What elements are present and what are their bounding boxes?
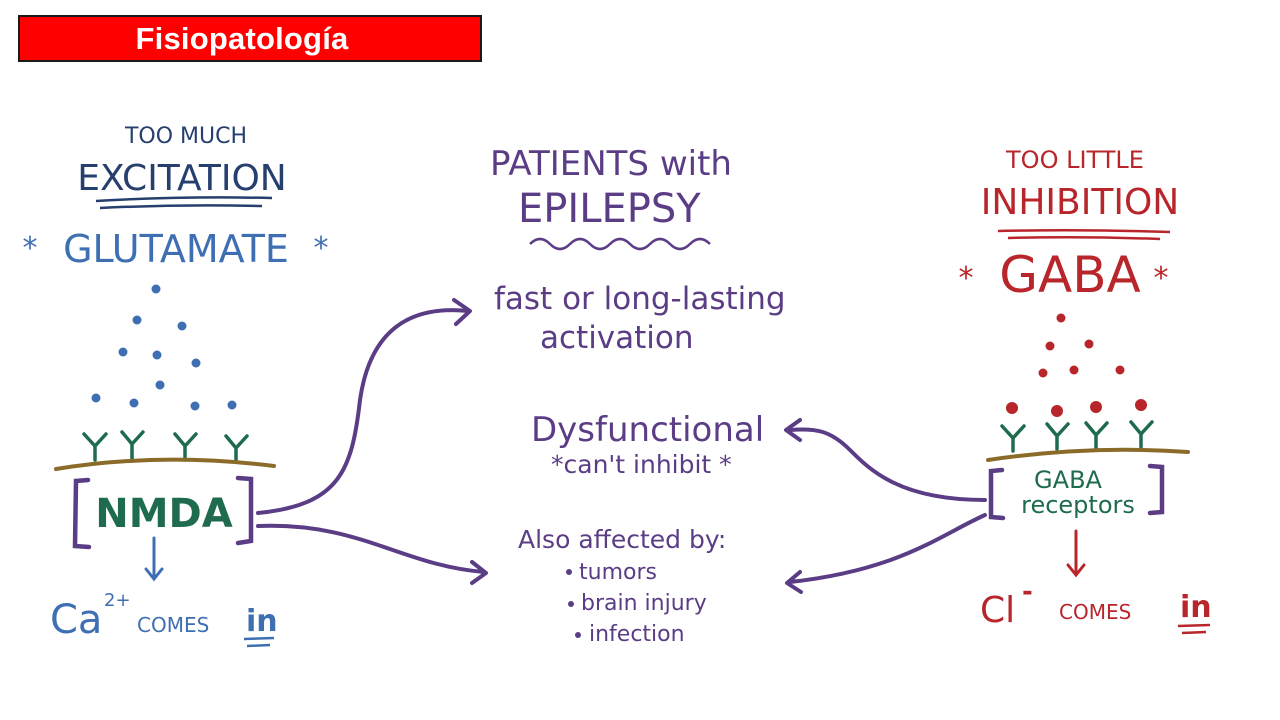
gaba-label: GABA (999, 246, 1140, 304)
calcium-ion-label: Ca (50, 597, 102, 643)
page-title: Fisiopatología (135, 20, 349, 56)
glutamate-dot (190, 401, 200, 411)
affected-item-tumors: tumors (579, 560, 657, 585)
cant-inhibit-label: *can't inhibit * (551, 450, 732, 479)
arrow-head-icon (784, 418, 802, 442)
excitation-label: EXCITATION (77, 158, 286, 199)
chloride-ion-label: Cl (980, 590, 1015, 631)
connector-arrows (256, 298, 987, 594)
gaba-bracket-left (988, 467, 1006, 521)
glutamate-dot (152, 350, 162, 360)
glutamate-dot (118, 347, 128, 357)
right-membrane (986, 447, 1190, 462)
too-much-label: TOO MUCH (124, 124, 247, 149)
nmda-label: NMDA (95, 491, 232, 537)
glutamate-dots (91, 284, 237, 411)
bullet-icon (566, 569, 572, 575)
inhibition-label: INHIBITION (981, 182, 1179, 223)
right-panel: TOO LITTLE INHIBITION * GABA * (959, 146, 1212, 635)
nmda-receptor-icons (82, 430, 249, 464)
affected-item-infection: infection (589, 622, 685, 647)
glutamate-dot (91, 393, 101, 403)
star-left: * (23, 231, 38, 266)
gaba-dot (1006, 402, 1018, 414)
receptor-icon (120, 430, 145, 461)
left-down-arrow-icon (144, 536, 164, 582)
gaba-dot (1069, 365, 1079, 375)
gaba-dot (1135, 399, 1147, 411)
receptor-icon (173, 432, 198, 462)
chloride-charge-label: - (1022, 577, 1033, 607)
glutamate-label: GLUTAMATE (63, 227, 289, 271)
glutamate-dot (191, 358, 201, 368)
excitation-underline (95, 196, 273, 203)
epilepsy-label: EPILEPSY (518, 186, 701, 232)
right-down-arrow-icon (1066, 529, 1086, 578)
inhibition-underline (997, 228, 1171, 234)
gaba-receptor-icons (1000, 420, 1154, 453)
glutamate-dot (155, 380, 165, 390)
title-banner: Fisiopatología (18, 15, 482, 62)
chloride-comes-label: comes (1059, 593, 1131, 626)
affected-bullets (566, 569, 581, 638)
dysfunctional-label: Dysfunctional (531, 410, 764, 450)
receptor-icon (224, 434, 249, 464)
glutamate-dot (177, 321, 187, 331)
in-underline-left (243, 636, 275, 648)
arrow-head-icon (470, 560, 488, 585)
arrow-to-dysfunctional (788, 427, 987, 502)
excitation-underline-2 (99, 204, 263, 210)
gaba-dot (1038, 368, 1048, 378)
receptor-icon (1129, 420, 1154, 449)
gaba-dot (1115, 365, 1125, 375)
gaba-receptors-label-2: receptors (1021, 491, 1135, 519)
glutamate-dot (132, 315, 142, 325)
star-left-gaba: * (959, 261, 974, 296)
receptor-icon (1000, 424, 1026, 453)
gaba-dot (1045, 341, 1055, 351)
bullet-icon (568, 601, 574, 607)
star-right: * (314, 231, 329, 266)
patients-with-label: PATIENTS with (490, 144, 732, 184)
bullet-icon (575, 632, 581, 638)
calcium-charge-label: 2+ (104, 590, 131, 611)
gaba-bracket-right (1147, 463, 1165, 516)
also-affected-label: Also affected by: (518, 525, 726, 554)
inhibition-underline-2 (1007, 235, 1161, 241)
too-little-label: TOO LITTLE (1005, 146, 1144, 174)
gaba-dot (1090, 401, 1102, 413)
left-membrane (54, 457, 276, 471)
calcium-comes-label: comes (137, 606, 209, 639)
nmda-bracket-left (72, 477, 92, 550)
gaba-dot (1056, 313, 1066, 323)
gaba-dots (1006, 313, 1147, 417)
receptor-icon (82, 432, 108, 462)
center-panel: PATIENTS with EPILEPSY fast or long-last… (490, 144, 786, 647)
glutamate-dot (227, 400, 237, 410)
glutamate-dot (151, 284, 161, 294)
star-right-gaba: * (1154, 261, 1169, 296)
calcium-in-label: in (246, 604, 278, 639)
chloride-in-label: in (1180, 590, 1212, 625)
affected-item-brain-injury: brain injury (581, 591, 707, 616)
gaba-receptors-label-1: GABA (1034, 466, 1102, 494)
arrow-to-also-affected-right (788, 513, 987, 584)
in-underline-right (1177, 623, 1211, 635)
arrow-head-icon (452, 298, 472, 326)
epilepsy-wavy-underline (529, 237, 711, 251)
arrow-to-also-affected (256, 523, 486, 574)
receptor-icon (1084, 421, 1109, 450)
gaba-dot (1051, 405, 1063, 417)
activation-line1: fast or long-lasting (494, 281, 786, 317)
arrow-head-icon (785, 570, 803, 594)
activation-line2: activation (540, 320, 694, 356)
nmda-bracket-right (235, 475, 254, 546)
arrow-to-activation (256, 308, 470, 515)
glutamate-dot (129, 398, 139, 408)
gaba-dot (1084, 339, 1094, 349)
receptor-icon (1045, 422, 1070, 451)
left-panel: TOO MUCH EXCITATION * GLUTAMATE * (23, 124, 329, 648)
